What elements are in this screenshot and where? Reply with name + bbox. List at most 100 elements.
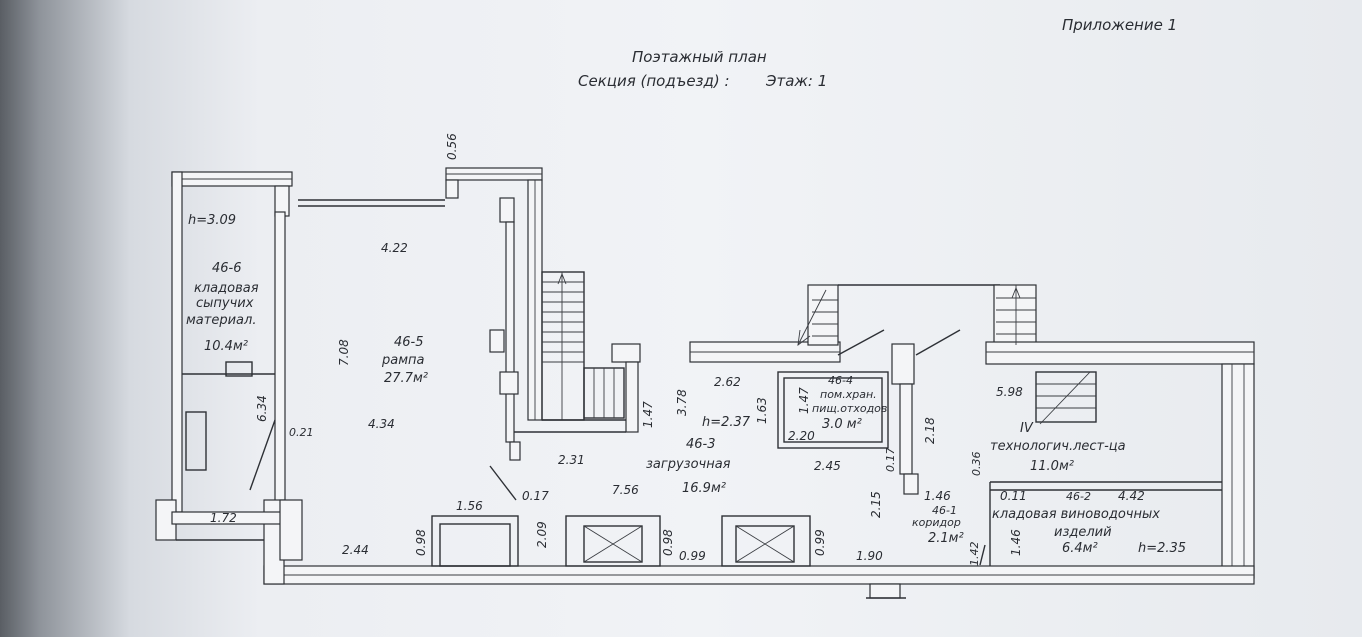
room-46-1-name: коридор [912, 516, 961, 529]
room-46-4-area: 3.0 м² [822, 417, 862, 432]
dim-056: 0.56 [445, 133, 459, 160]
dim-708: 7.08 [337, 339, 351, 366]
room-46-4-name-2: пищ.отходов [812, 402, 887, 415]
wall-ramp-right [505, 221, 515, 443]
room-iv-label: IV технологич.лест-ца 11.0м² [990, 421, 1126, 474]
dim-245: 2.45 [814, 459, 841, 473]
appendix-label: Приложение 1 [1062, 16, 1177, 34]
wall-loading-left [625, 361, 639, 433]
room-46-6-name-2: сыпучих [196, 296, 254, 311]
dim-209: 2.09 [535, 521, 549, 548]
floor-label: Этаж: 1 [765, 72, 827, 90]
room-46-4-name-1: пом.хран. [820, 388, 877, 401]
dim-163: 1.63 [755, 397, 769, 424]
pier-3 [721, 515, 811, 567]
room-46-5-name: рампа [381, 353, 425, 368]
walls [155, 167, 1255, 599]
room-46-6-height: h=3.09 [188, 213, 236, 228]
wall-partition-left [274, 211, 286, 503]
pier-2 [565, 515, 661, 567]
wall-pillar [445, 179, 459, 199]
dim-262: 2.62 [714, 375, 741, 389]
room-46-5-id: 46-5 [394, 335, 424, 350]
wall-right [1221, 363, 1255, 579]
room-46-3-id: 46-3 [686, 437, 716, 452]
section-label: Секция (подъезд) : [578, 72, 730, 90]
room-46-6-name-3: материал. [186, 313, 256, 328]
dim-220: 2.20 [788, 429, 815, 443]
room-46-5-label: 46-5 рампа 27.7м² [381, 335, 428, 386]
dim-098a: 0.98 [414, 529, 428, 556]
dim-231: 2.31 [558, 453, 585, 467]
dim-017b: 0.17 [884, 448, 897, 473]
room-46-6-id: 46-6 [212, 261, 242, 276]
room-iv-roman: IV [1020, 421, 1034, 436]
equipment-box-1 [583, 525, 643, 563]
wall-niche-2 [489, 329, 505, 353]
room-46-3-height: h=2.37 [702, 415, 751, 430]
room-46-1-id: 46-1 [932, 504, 957, 517]
dim-434: 4.34 [368, 417, 395, 431]
wall-pier-left [279, 499, 303, 561]
room-46-6-area: 10.4м² [204, 339, 248, 354]
dim-146b: 1.46 [1009, 529, 1023, 556]
stair-right [996, 285, 1097, 425]
plan-title: Поэтажный план [632, 48, 767, 66]
dim-147b: 1.47 [797, 387, 811, 414]
dim-442: 4.42 [1118, 489, 1145, 503]
wall-stub-2 [611, 343, 641, 363]
wall-left [171, 171, 183, 513]
room-46-4-outline [777, 371, 889, 449]
dim-011: 0.11 [1000, 489, 1027, 503]
room-46-2-label: 46-2 кладовая виноводочных изделий 6.4м²… [992, 490, 1186, 556]
room-iv-name: технологич.лест-ца [990, 439, 1126, 454]
dim-172: 1.72 [210, 511, 237, 525]
wall-right-top [985, 341, 1255, 365]
dim-099a: 0.99 [679, 549, 706, 563]
dim-378: 3.78 [675, 389, 689, 416]
room-46-6-name-1: кладовая [194, 281, 259, 296]
dim-142: 1.42 [968, 542, 981, 567]
dim-156: 1.56 [456, 499, 483, 513]
storage-door [185, 411, 207, 471]
dim-422: 4.22 [381, 241, 408, 255]
room-46-5-area: 27.7м² [384, 371, 428, 386]
room-46-2-name-2: изделий [1054, 525, 1112, 540]
room-46-3-area: 16.9м² [682, 481, 726, 496]
room-46-2-id: 46-2 [1066, 490, 1091, 503]
dim-017: 0.17 [522, 489, 549, 503]
wall-niche [499, 371, 519, 395]
dim-215: 2.15 [869, 491, 883, 518]
dim-756: 7.56 [612, 483, 639, 497]
wall-bottom-stub [869, 583, 901, 599]
wall-stair-c [993, 284, 1037, 346]
dim-218: 2.18 [923, 417, 937, 444]
dim-634: 6.34 [255, 395, 269, 422]
dim-099b: 0.99 [813, 529, 827, 556]
dim-598: 5.98 [996, 385, 1023, 399]
room-46-2-area: 6.4м² [1062, 541, 1098, 556]
room-46-6-label: h=3.09 46-6 кладовая сыпучих материал. 1… [186, 213, 259, 354]
dim-021: 0.21 [289, 426, 314, 439]
room-46-1-label: 46-1 коридор 2.1м² [912, 504, 964, 546]
wall-corridor-end [903, 473, 919, 495]
dimensions: 0.56 4.22 7.08 6.34 0.21 4.34 1.72 2.44 … [210, 133, 1145, 566]
equipment-box-2 [735, 525, 795, 563]
room-46-4-id: 46-4 [828, 374, 853, 387]
wall-corridor [899, 383, 913, 475]
dim-244: 2.44 [342, 543, 369, 557]
room-46-4-label: 46-4 пом.хран. пищ.отходов 3.0 м² [812, 374, 887, 432]
room-46-3-label: h=2.37 46-3 загрузочная 16.9м² [646, 415, 751, 496]
stair-left [509, 271, 626, 461]
dim-098b: 0.98 [661, 529, 675, 556]
dim-190: 1.90 [856, 549, 883, 563]
dim-146a: 1.46 [924, 489, 951, 503]
dim-147a: 1.47 [641, 401, 655, 428]
room-46-2-name-1: кладовая виноводочных [992, 507, 1160, 522]
stair-middle [797, 289, 838, 347]
room-46-2-height: h=2.35 [1138, 541, 1186, 556]
wall-corner [499, 197, 515, 223]
room-iv-area: 11.0м² [1030, 459, 1074, 474]
